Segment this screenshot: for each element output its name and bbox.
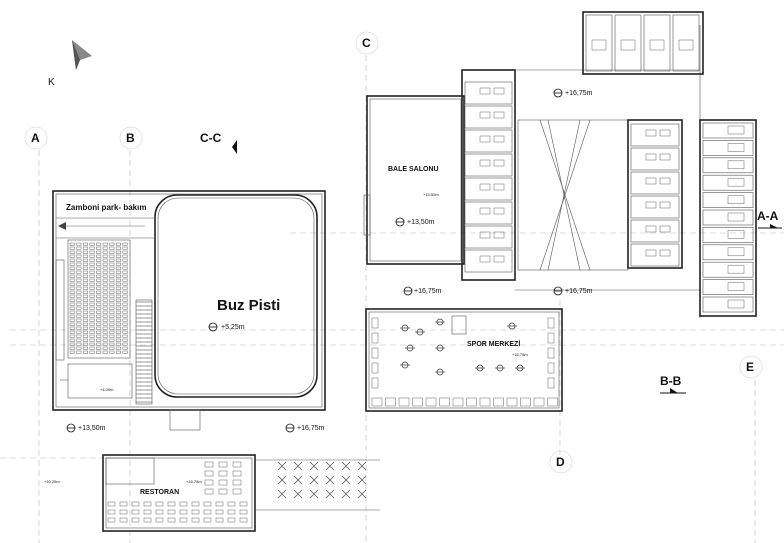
ballet-level: +13,50m xyxy=(407,219,435,226)
axis-label-c: C xyxy=(362,36,371,50)
ballet-level-small: +13,50m xyxy=(423,192,439,197)
rink-level: +5,25m xyxy=(221,324,245,331)
rink-label: Buz Pisti xyxy=(217,297,280,314)
axis-label-d: D xyxy=(556,455,565,469)
north-arrow-icon xyxy=(72,40,92,70)
axis-label-b: B xyxy=(126,131,135,145)
level-marker-icon xyxy=(208,322,218,332)
bottom-center-level: +16,75m xyxy=(297,425,325,432)
level-marker-icon xyxy=(553,88,563,98)
atrium xyxy=(515,25,701,318)
axis-marker-d: D xyxy=(549,450,573,474)
section-label-cc: C-C xyxy=(200,131,222,145)
section-label-aa: A-A xyxy=(757,209,779,223)
restaurant-building xyxy=(102,454,256,532)
level-marker-icon xyxy=(553,286,563,296)
zamboni-label: Zamboni park- bakım xyxy=(66,203,146,212)
rink-building xyxy=(52,190,326,431)
section-label-bb: B-B xyxy=(660,374,682,388)
restaurant-label: RESTORAN xyxy=(140,489,179,496)
axis-label-e: E xyxy=(746,360,754,374)
axis-label-a: A xyxy=(31,131,40,145)
north-arrow-label: K xyxy=(48,77,55,88)
rooms-top xyxy=(582,11,704,75)
axis-marker-a: A xyxy=(24,126,48,150)
restaurant-left-level: +10,25m xyxy=(44,479,60,484)
ballet-label: BALE SALONU xyxy=(388,166,439,173)
sports-building xyxy=(365,308,563,412)
section-marker-aa: A-A xyxy=(757,209,782,229)
axis-marker-b: B xyxy=(119,126,143,150)
axis-marker-e: E xyxy=(739,355,763,379)
level-marker-icon xyxy=(403,286,413,296)
outdoor-seating xyxy=(277,461,367,499)
section-marker-bb: B-B xyxy=(660,374,686,394)
corridor-mid-right-level: +16,75m xyxy=(565,288,593,295)
changing-rooms xyxy=(627,119,683,269)
seating-level: +4,00m xyxy=(100,387,114,392)
corridor-mid-left-level: +16,75m xyxy=(414,288,442,295)
seating-block xyxy=(67,239,131,359)
sports-label: SPOR MERKEZİ xyxy=(467,340,520,348)
level-marker-icon xyxy=(285,423,295,433)
grid-lines xyxy=(0,55,784,543)
section-marker-cc: C-C xyxy=(200,131,237,154)
restaurant-level: +16,75m xyxy=(186,479,202,484)
level-marker-icon xyxy=(395,217,405,227)
rooms-right xyxy=(699,119,757,317)
corridor-top-level: +16,75m xyxy=(565,90,593,97)
sports-level: +16,75m xyxy=(512,352,528,357)
bottom-left-level: +13,50m xyxy=(78,425,106,432)
locker-block xyxy=(461,69,516,281)
level-marker-icon xyxy=(66,423,76,433)
axis-marker-c: C xyxy=(355,31,379,55)
ballet-building xyxy=(363,95,465,265)
